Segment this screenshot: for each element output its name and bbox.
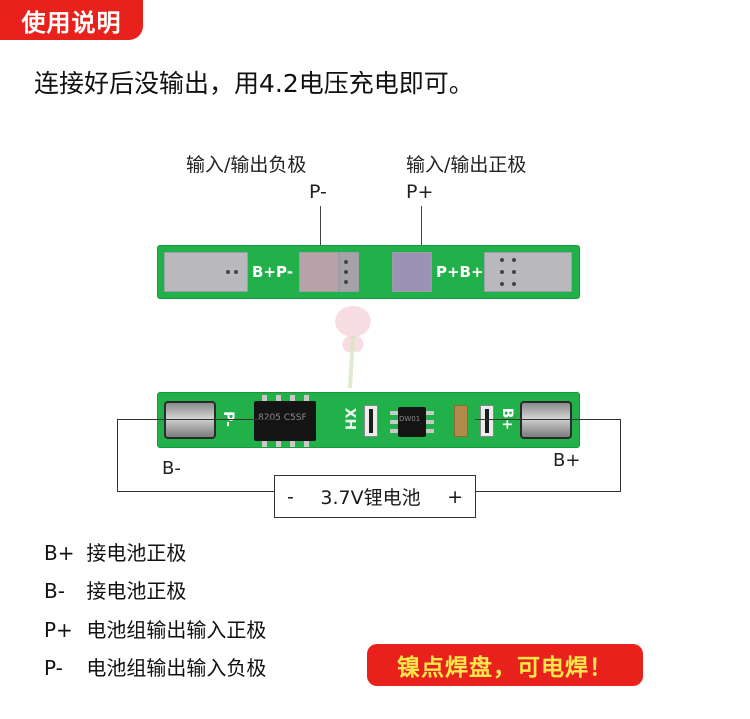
legend-item: B- 接电池正极 — [44, 575, 186, 604]
mid-pad — [339, 252, 359, 292]
pos-short-label: P+ — [406, 181, 434, 203]
p-neg-pad — [299, 252, 339, 292]
watermark-logo — [335, 306, 371, 389]
mosfet-marking: 8205 C5SF — [258, 413, 307, 423]
ic-leg — [426, 420, 434, 424]
ic-marking: DW01 — [399, 415, 421, 423]
chip-leg — [290, 395, 295, 401]
capacitor — [454, 405, 468, 437]
ic-leg — [390, 420, 398, 424]
legend-desc: 接电池正极 — [86, 579, 187, 603]
pcb-component-view: P- 8205 C5SF XH DW01 B+ — [157, 392, 580, 448]
section-tag: 使用说明 — [0, 0, 143, 40]
legend-desc: 电池组输出输入负极 — [86, 656, 267, 680]
protection-ic: DW01 — [398, 407, 426, 437]
weld-warning-badge: 镍点焊盘，可电焊！ — [367, 644, 643, 686]
p-pos-pad — [392, 252, 432, 292]
battery-pos-pad — [484, 252, 572, 292]
ic-leg — [390, 411, 398, 415]
via — [344, 280, 348, 284]
via — [512, 282, 516, 286]
chip-leg — [276, 441, 281, 447]
via — [344, 260, 348, 264]
silk-xh: XH — [341, 407, 358, 431]
chip-leg — [290, 441, 295, 447]
neg-leader-line — [320, 206, 321, 250]
chip-leg — [262, 441, 267, 447]
battery-label: 3.7V锂电池 — [320, 487, 421, 509]
mosfet-chip: 8205 C5SF — [254, 401, 316, 441]
b-pos-connection-pad — [520, 401, 572, 439]
legend-item: B+ 接电池正极 — [44, 537, 186, 566]
ic-leg — [426, 411, 434, 415]
silk-right-label: P+B+ — [436, 263, 484, 281]
chip-leg — [262, 395, 267, 401]
battery-box: - 3.7V锂电池 + — [274, 475, 476, 518]
via — [500, 282, 504, 286]
resistor-left — [364, 405, 378, 437]
label-b-neg: B- — [162, 458, 181, 479]
chip-leg — [304, 395, 309, 401]
via — [512, 270, 516, 274]
b-neg-connection-pad — [164, 401, 216, 439]
neg-caption: 输入/输出负极 — [186, 154, 307, 176]
chip-leg — [276, 395, 281, 401]
via — [344, 270, 348, 274]
battery-minus: - — [287, 485, 294, 508]
via — [512, 258, 516, 262]
pos-caption: 输入/输出正极 — [406, 154, 527, 176]
legend-key: P+ — [44, 618, 73, 642]
battery-plus: + — [447, 485, 463, 508]
ic-leg — [426, 429, 434, 433]
wire-positive — [475, 419, 621, 492]
resistor-right — [480, 405, 494, 437]
ic-leg — [390, 429, 398, 433]
silk-left-label: B+P- — [252, 263, 293, 281]
via — [500, 258, 504, 262]
instruction-note: 连接好后没输出，用4.2电压充电即可。 — [34, 69, 474, 98]
legend-key: B+ — [44, 541, 75, 565]
legend-desc: 电池组输出输入正极 — [86, 618, 267, 642]
via — [500, 270, 504, 274]
legend-desc: 接电池正极 — [86, 541, 187, 565]
wire-negative — [117, 419, 275, 492]
label-b-pos: B+ — [553, 450, 581, 471]
pcb-top-view: B+P- P+B+ — [157, 245, 580, 299]
legend-item: P- 电池组输出输入负极 — [44, 652, 266, 681]
via — [234, 270, 238, 274]
legend-key: B- — [44, 579, 65, 603]
legend-key: P- — [44, 656, 63, 680]
via — [226, 270, 230, 274]
chip-leg — [304, 441, 309, 447]
legend-item: P+ 电池组输出输入正极 — [44, 614, 266, 643]
neg-short-label: P- — [309, 181, 327, 203]
pos-leader-line — [421, 206, 422, 248]
